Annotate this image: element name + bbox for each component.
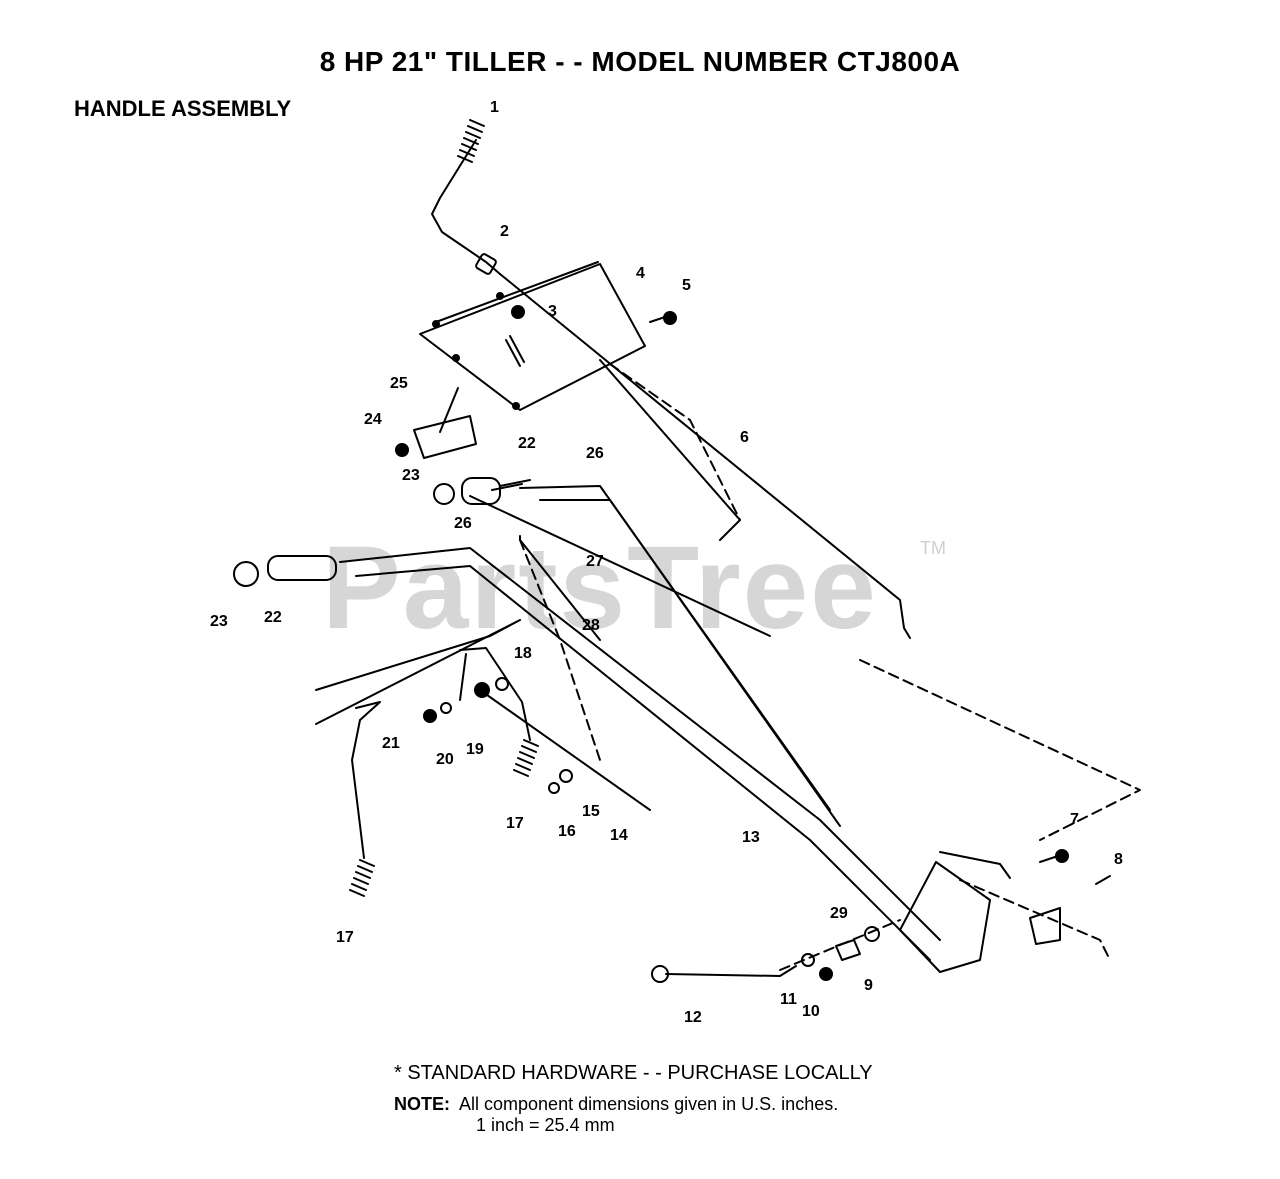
callout-2: 2 xyxy=(500,223,509,240)
callout-26: 26 xyxy=(454,515,472,532)
shield-plate xyxy=(419,263,646,411)
callout-7: 7 xyxy=(1070,811,1079,828)
callout-24: 24 xyxy=(364,411,382,428)
callout-20: 20 xyxy=(436,751,454,768)
callout-22: 22 xyxy=(264,609,282,626)
callout-13: 13 xyxy=(742,829,760,846)
spring-1 xyxy=(457,119,485,163)
callout-15: 15 xyxy=(582,803,600,820)
note-text: All component dimensions given in U.S. i… xyxy=(459,1094,839,1114)
lever-frame xyxy=(315,619,521,725)
control-rod xyxy=(431,139,501,275)
callout-3: 3 xyxy=(548,303,557,320)
note-label: NOTE: xyxy=(394,1094,450,1114)
callout-14: 14 xyxy=(610,827,628,844)
callout-11: 11 xyxy=(780,991,797,1008)
callout-23: 23 xyxy=(402,467,420,484)
callout-12: 12 xyxy=(684,1009,702,1026)
callout-5: 5 xyxy=(682,277,691,294)
handle-tube xyxy=(339,547,941,941)
nut-2 xyxy=(475,253,497,275)
callout-6: 6 xyxy=(740,429,749,446)
callout-23: 23 xyxy=(210,613,228,630)
callout-8: 8 xyxy=(1114,851,1123,868)
callout-17: 17 xyxy=(506,815,524,832)
conversion-note: 1 inch = 25.4 mm xyxy=(476,1115,615,1135)
callout-16: 16 xyxy=(558,823,576,840)
callout-9: 9 xyxy=(864,977,873,994)
page-title: 8 HP 21" TILLER - - MODEL NUMBER CTJ800A xyxy=(319,46,961,77)
callout-25: 25 xyxy=(390,375,408,392)
callout-28: 28 xyxy=(582,617,600,634)
watermark: PartsTree xyxy=(322,522,878,654)
callout-29: 29 xyxy=(830,905,848,922)
callout-22: 22 xyxy=(518,435,536,452)
callout-21: 21 xyxy=(382,735,400,752)
callout-27: 27 xyxy=(586,553,604,570)
callout-4: 4 xyxy=(636,265,645,282)
callout-17: 17 xyxy=(336,929,354,946)
callout-26: 26 xyxy=(586,445,604,462)
standard-hardware-note: * STANDARD HARDWARE - - PURCHASE LOCALLY xyxy=(394,1062,873,1084)
callout-18: 18 xyxy=(514,645,532,662)
callout-19: 19 xyxy=(466,741,484,758)
callout-10: 10 xyxy=(802,1003,820,1020)
callout-1: 1 xyxy=(490,99,499,116)
dimensions-note: NOTE: All component dimensions given in … xyxy=(394,1094,838,1115)
handle-frame xyxy=(499,273,911,639)
assembly-subtitle: HANDLE ASSEMBLY xyxy=(74,96,292,121)
trademark-mark: TM xyxy=(920,538,946,558)
